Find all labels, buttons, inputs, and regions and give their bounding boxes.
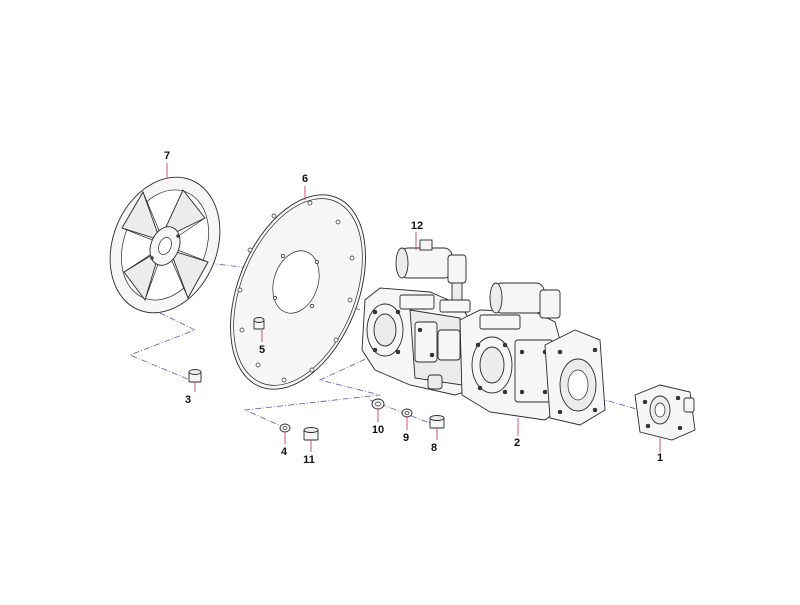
callout-5: 5 [258, 344, 266, 356]
callout-2: 2 [513, 437, 521, 449]
part-12-solenoid [395, 239, 467, 306]
callout-7: 7 [163, 150, 171, 162]
part-5-bolt [253, 317, 265, 330]
part-2-tandem-pump [361, 282, 606, 426]
part-4-washer [279, 423, 291, 433]
callout-1: 1 [656, 452, 664, 464]
callout-4: 4 [280, 446, 288, 458]
part-10-washer [371, 398, 385, 410]
part-6-flex-plate [230, 194, 366, 390]
part-11-bolt [303, 427, 319, 441]
part-9-lock-washer [401, 408, 413, 418]
part-1-gear-pump [634, 384, 696, 441]
callout-9: 9 [402, 432, 410, 444]
callout-3: 3 [184, 394, 192, 406]
callout-10: 10 [371, 424, 385, 436]
part-8-bolt [429, 415, 445, 429]
path-to-bolt-3 [128, 307, 197, 381]
path-to-pump-1 [597, 397, 641, 411]
path-to-bolts-4-11 [243, 349, 386, 431]
part-7-spoked-coupling [109, 176, 221, 314]
callout-12: 12 [410, 220, 424, 232]
part-3-bolt [188, 369, 202, 383]
callout-8: 8 [430, 442, 438, 454]
callout-leaders [166, 163, 661, 452]
callout-11: 11 [303, 454, 315, 466]
callout-6: 6 [301, 173, 309, 185]
